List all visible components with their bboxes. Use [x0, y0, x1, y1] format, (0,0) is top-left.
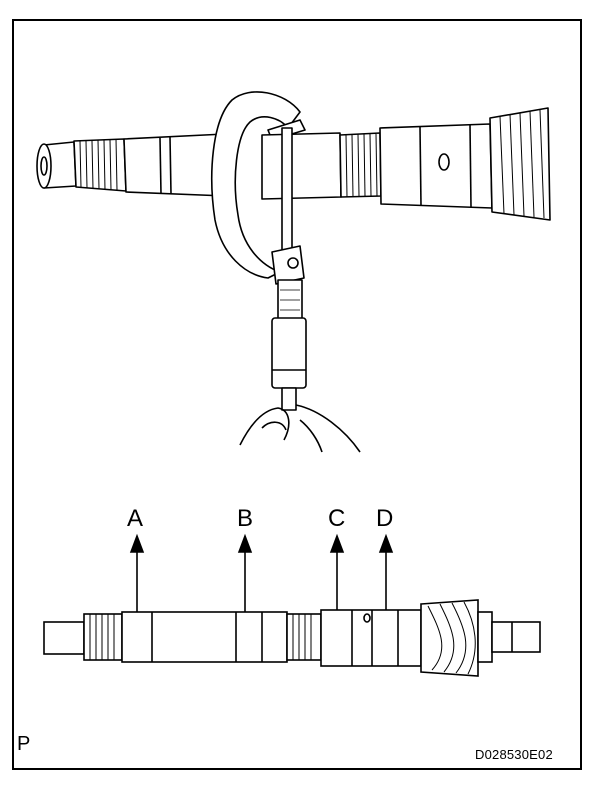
figure-code: D028530E02 — [475, 747, 553, 762]
callout-label-b: B — [237, 505, 254, 532]
corner-letter: P — [17, 733, 31, 755]
shaft-with-micrometer-illustration — [36, 91, 551, 453]
callout-label-a: A — [127, 505, 144, 532]
callout-label-c: C — [328, 505, 346, 532]
callout-arrows — [129, 533, 394, 612]
figure-frame — [12, 19, 582, 770]
shaft-measurement-diagram — [43, 533, 541, 677]
callout-label-d: D — [376, 505, 394, 532]
